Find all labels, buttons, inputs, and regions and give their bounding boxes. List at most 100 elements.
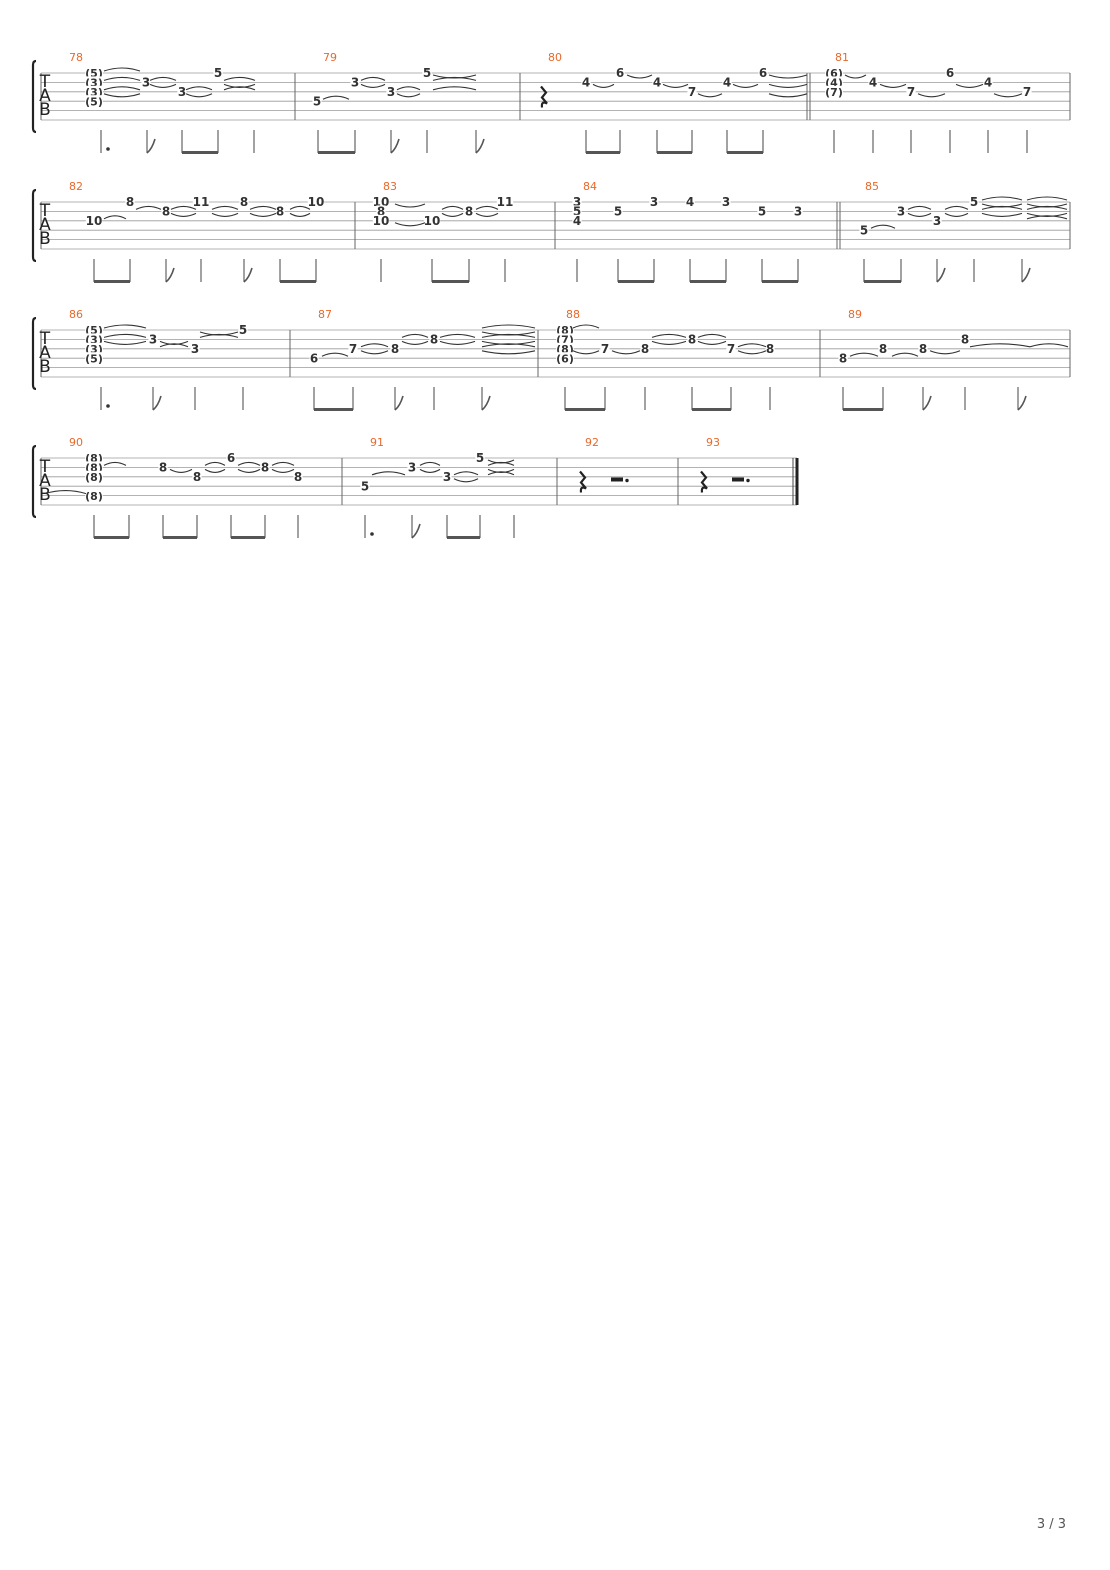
fret-background bbox=[85, 461, 103, 474]
fret-background bbox=[757, 205, 767, 218]
rhythm-beam bbox=[657, 151, 692, 154]
tie-arc bbox=[44, 490, 87, 495]
fret-number: 3 bbox=[443, 470, 451, 484]
tie-arc bbox=[432, 76, 477, 81]
tied-fret-number: (8) bbox=[85, 471, 103, 484]
tie-arc bbox=[103, 324, 147, 329]
fret-background bbox=[581, 76, 591, 89]
fret-number: 6 bbox=[946, 66, 954, 80]
system-bracket bbox=[31, 188, 37, 263]
tie-arc bbox=[849, 352, 879, 357]
tie-arc bbox=[487, 461, 515, 466]
fret-background bbox=[868, 76, 878, 89]
tie-arc bbox=[732, 83, 759, 88]
tie-arc bbox=[481, 343, 536, 348]
tab-clef-letter: A bbox=[39, 471, 51, 491]
fret-number: 5 bbox=[758, 205, 766, 219]
tie-arc bbox=[917, 93, 946, 98]
tie-arc bbox=[572, 350, 600, 355]
tie-arc bbox=[169, 468, 193, 473]
tie-arc bbox=[103, 340, 147, 345]
tie-arc bbox=[394, 203, 426, 208]
fret-background bbox=[238, 324, 248, 336]
tab-clef-letter: B bbox=[39, 100, 51, 120]
tie-arc bbox=[981, 203, 1023, 208]
tie-arc bbox=[879, 83, 907, 88]
quarter-rest bbox=[579, 470, 587, 493]
fret-number: 10 bbox=[424, 214, 441, 228]
tie-arc bbox=[211, 212, 239, 217]
fret-background bbox=[615, 67, 625, 79]
tie-arc bbox=[170, 205, 197, 210]
tie-arc bbox=[955, 83, 984, 88]
tie-arc bbox=[419, 461, 441, 466]
measure-number: 88 bbox=[566, 308, 580, 321]
fret-background bbox=[275, 205, 285, 218]
fret-number: 8 bbox=[961, 333, 969, 347]
rhythm-beam bbox=[618, 280, 654, 283]
measure-number: 86 bbox=[69, 308, 83, 321]
tie-arc bbox=[487, 471, 515, 476]
tie-arc bbox=[103, 86, 141, 91]
tie-arc bbox=[475, 205, 499, 210]
tab-clef-letter: B bbox=[39, 357, 51, 377]
tie-arc bbox=[1026, 215, 1068, 220]
fret-background bbox=[85, 214, 103, 227]
tie-arc bbox=[626, 74, 653, 79]
rhythm-flag bbox=[411, 523, 421, 539]
rhythm-beam bbox=[318, 151, 355, 154]
tie-arc bbox=[149, 76, 177, 81]
rhythm-beam bbox=[231, 536, 265, 539]
measure-number: 93 bbox=[706, 436, 720, 449]
fret-background bbox=[239, 196, 249, 208]
fret-background bbox=[307, 196, 325, 208]
rhythm-beam bbox=[432, 280, 469, 283]
fret-number: 10 bbox=[373, 214, 390, 228]
tie-arc bbox=[487, 459, 515, 464]
rhythm-flag bbox=[1021, 267, 1031, 283]
quarter-rest bbox=[540, 85, 548, 108]
fret-background bbox=[85, 324, 103, 336]
tie-arc bbox=[103, 67, 141, 72]
rhythm-beam bbox=[94, 536, 129, 539]
fret-number: 6 bbox=[616, 66, 624, 80]
tie-arc bbox=[135, 205, 162, 210]
rhythm-flag bbox=[475, 138, 485, 154]
tie-arc bbox=[572, 324, 600, 329]
tie-arc bbox=[944, 212, 969, 217]
tie-arc bbox=[103, 461, 127, 466]
rhythm-beam bbox=[314, 408, 353, 411]
tie-arc bbox=[401, 333, 429, 338]
fret-background bbox=[600, 342, 610, 355]
fret-background bbox=[918, 342, 928, 355]
fret-number: 7 bbox=[601, 342, 609, 356]
tie-arc bbox=[481, 324, 536, 329]
tie-arc bbox=[453, 478, 479, 483]
tied-fret-number: (5) bbox=[85, 95, 103, 108]
tie-arc bbox=[103, 93, 141, 98]
fret-number: 3 bbox=[933, 214, 941, 228]
fret-background bbox=[685, 196, 695, 208]
fret-number: 8 bbox=[839, 351, 847, 365]
tab-clef-letter: A bbox=[39, 343, 51, 363]
fret-background bbox=[423, 214, 441, 227]
tab-clef-letter: A bbox=[39, 215, 51, 235]
fret-background bbox=[838, 352, 848, 365]
fret-number: 3 bbox=[573, 195, 581, 209]
tie-arc bbox=[159, 340, 189, 345]
fret-number: 8 bbox=[919, 342, 927, 356]
fret-background bbox=[687, 333, 697, 346]
tie-arc bbox=[103, 215, 127, 220]
rhythm-flag bbox=[394, 395, 404, 411]
fret-background bbox=[372, 196, 390, 208]
tie-arc bbox=[223, 76, 256, 81]
rhythm-flag bbox=[936, 267, 946, 283]
fret-number: 3 bbox=[142, 76, 150, 90]
fret-background bbox=[859, 224, 869, 237]
measure-number: 79 bbox=[323, 51, 337, 64]
rhythm-beam bbox=[182, 151, 218, 154]
tie-arc bbox=[432, 74, 477, 79]
fret-background bbox=[386, 85, 396, 98]
rhythm-beam bbox=[690, 280, 726, 283]
fret-background bbox=[348, 342, 358, 355]
